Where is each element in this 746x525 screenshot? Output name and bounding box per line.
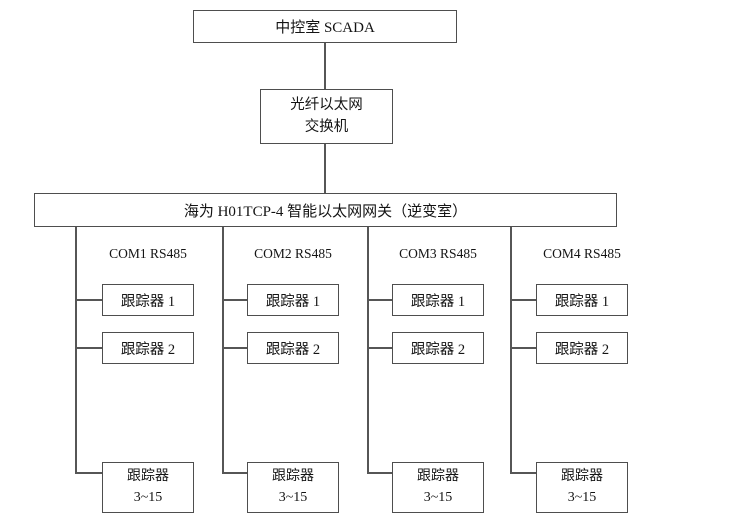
com4-tracker2-box: 跟踪器 2 [536, 332, 628, 364]
com2-tracker1-link [222, 299, 247, 301]
ethernet-switch-box: 光纤以太网 交换机 [260, 89, 393, 144]
com3-tracker-range-link [367, 472, 392, 474]
connector-scada-switch [324, 43, 326, 89]
com4-tracker1-link [510, 299, 536, 301]
com1-tracker-range-line1: 跟踪器 [127, 469, 169, 485]
com1-tracker-range-line2: 3~15 [133, 489, 163, 505]
com4-bus-line [510, 227, 512, 474]
com2-tracker1-box: 跟踪器 1 [247, 284, 339, 316]
com3-tracker-range-line2: 3~15 [423, 489, 453, 505]
com2-tracker1-label: 跟踪器 1 [265, 293, 321, 310]
com3-tracker-range-line1: 跟踪器 [417, 469, 459, 485]
com2-tracker2-link [222, 347, 247, 349]
scada-label: 中控室 SCADA [275, 20, 375, 36]
com3-tracker2-label: 跟踪器 2 [410, 341, 466, 358]
com2-bus-line [222, 227, 224, 474]
com1-tracker2-box: 跟踪器 2 [102, 332, 194, 364]
gateway-box: 海为 H01TCP-4 智能以太网网关（逆变室） [34, 193, 617, 227]
com2-tracker-range-line1: 跟踪器 [272, 469, 314, 485]
com4-tracker-range-link [510, 472, 536, 474]
com3-port-label: COM3 RS485 [399, 246, 477, 261]
com1-tracker2-link [75, 347, 102, 349]
com3-tracker1-label: 跟踪器 1 [410, 293, 466, 310]
scada-box: 中控室 SCADA [193, 10, 457, 43]
com4-tracker-range-box: 跟踪器 3~15 [536, 462, 628, 513]
com4-tracker1-box: 跟踪器 1 [536, 284, 628, 316]
com2-tracker2-label: 跟踪器 2 [265, 341, 321, 358]
com1-tracker-range-box: 跟踪器 3~15 [102, 462, 194, 513]
gateway-label: 海为 H01TCP-4 智能以太网网关（逆变室） [183, 203, 468, 220]
ethernet-switch-label-line1: 光纤以太网 [290, 97, 363, 114]
com2-tracker-range-line2: 3~15 [278, 489, 308, 505]
com2-tracker2-box: 跟踪器 2 [247, 332, 339, 364]
com1-tracker1-label: 跟踪器 1 [120, 293, 176, 310]
com1-port-label: COM1 RS485 [109, 246, 187, 261]
com3-tracker-range-box: 跟踪器 3~15 [392, 462, 484, 513]
com4-tracker-range-line1: 跟踪器 [561, 469, 603, 485]
com4-tracker2-label: 跟踪器 2 [554, 341, 610, 358]
com4-tracker1-label: 跟踪器 1 [554, 293, 610, 310]
com3-tracker1-link [367, 299, 392, 301]
com3-tracker1-box: 跟踪器 1 [392, 284, 484, 316]
com2-tracker-range-box: 跟踪器 3~15 [247, 462, 339, 513]
com2-port-label: COM2 RS485 [254, 246, 332, 261]
com1-tracker-range-link [75, 472, 102, 474]
com1-tracker1-link [75, 299, 102, 301]
com2-tracker-range-link [222, 472, 247, 474]
com3-tracker2-link [367, 347, 392, 349]
com3-tracker2-box: 跟踪器 2 [392, 332, 484, 364]
com4-tracker-range-line2: 3~15 [567, 489, 597, 505]
com4-tracker2-link [510, 347, 536, 349]
com4-port-label: COM4 RS485 [543, 246, 621, 261]
com1-tracker1-box: 跟踪器 1 [102, 284, 194, 316]
connector-switch-gateway [324, 144, 326, 193]
com1-bus-line [75, 227, 77, 474]
com3-bus-line [367, 227, 369, 474]
com1-tracker2-label: 跟踪器 2 [120, 341, 176, 358]
ethernet-switch-label-line2: 交换机 [304, 118, 349, 135]
